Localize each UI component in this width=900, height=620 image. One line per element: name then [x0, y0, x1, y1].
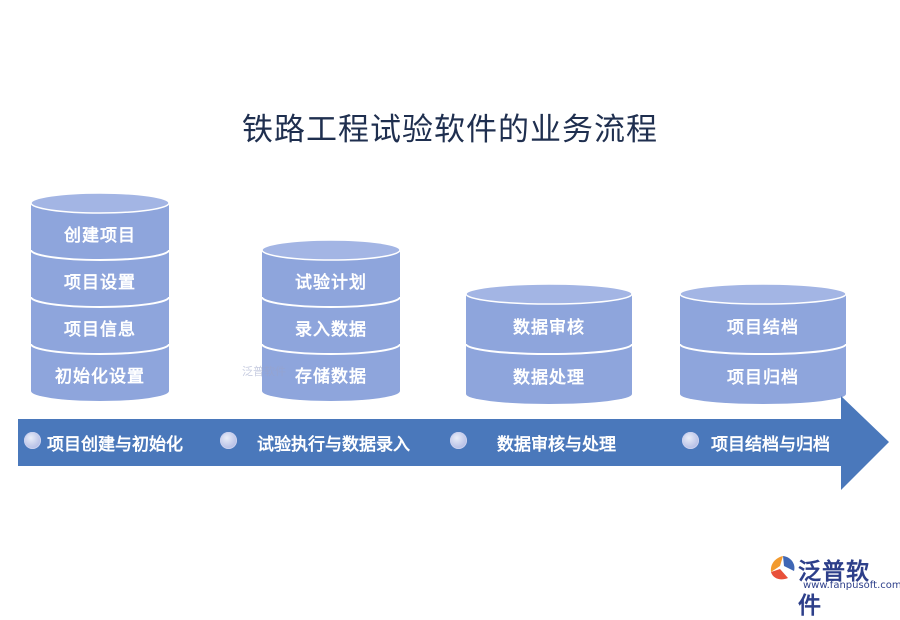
cylinder-top — [465, 283, 633, 305]
cylinder-stack — [261, 239, 401, 401]
stage-bullet-icon — [682, 432, 699, 449]
cylinder-segment-label: 项目结档 — [727, 318, 799, 338]
cylinder-segment-label: 数据处理 — [513, 368, 585, 388]
segment-divider — [30, 249, 170, 261]
cylinder-body — [466, 294, 632, 404]
cylinder-top — [30, 192, 170, 214]
segment-divider — [261, 343, 401, 355]
cylinder-stack — [679, 283, 847, 404]
cylinder-stack — [30, 192, 170, 401]
stage-bullet-icon — [24, 432, 41, 449]
stage-label: 项目结档与归档 — [711, 435, 830, 455]
fanpu-logo-icon — [770, 556, 795, 580]
cylinder-top — [679, 283, 847, 305]
segment-divider — [465, 343, 633, 355]
cylinder-body — [31, 203, 169, 401]
flow-diagram — [18, 192, 889, 490]
watermark: 泛普软件 — [242, 365, 286, 378]
segment-divider — [30, 296, 170, 308]
stage-bullet-icon — [220, 432, 237, 449]
stage-label: 试验执行与数据录入 — [257, 435, 410, 455]
cylinder-segment-label: 初始化设置 — [55, 366, 145, 387]
segment-divider — [30, 343, 170, 355]
cylinder-body — [262, 250, 400, 401]
brand-logo: 泛普软件 www.fanpusoft.com — [768, 550, 900, 619]
cylinder-body — [680, 294, 846, 404]
cylinder-stacks — [30, 192, 847, 404]
stage-label: 数据审核与处理 — [497, 435, 616, 455]
stage-bullet-icon — [450, 432, 467, 449]
cylinder-segment-label: 录入数据 — [295, 319, 367, 340]
stage-label: 项目创建与初始化 — [47, 435, 183, 455]
cylinder-segment-label: 项目信息 — [64, 319, 136, 340]
cylinder-segment-label: 试验计划 — [295, 272, 367, 293]
cylinder-segment-label: 数据审核 — [513, 318, 585, 338]
segment-divider — [261, 296, 401, 308]
cylinder-segment-label: 项目设置 — [64, 272, 136, 293]
cylinder-top — [261, 239, 401, 261]
logo-url: www.fanpusoft.com — [803, 580, 900, 591]
page-title: 铁路工程试验软件的业务流程 — [242, 112, 658, 148]
cylinder-segment-label: 存储数据 — [295, 366, 367, 387]
segment-divider — [679, 343, 847, 355]
cylinder-stack — [465, 283, 633, 404]
cylinder-segment-label: 项目归档 — [727, 368, 799, 388]
cylinder-segment-label: 创建项目 — [64, 225, 136, 246]
